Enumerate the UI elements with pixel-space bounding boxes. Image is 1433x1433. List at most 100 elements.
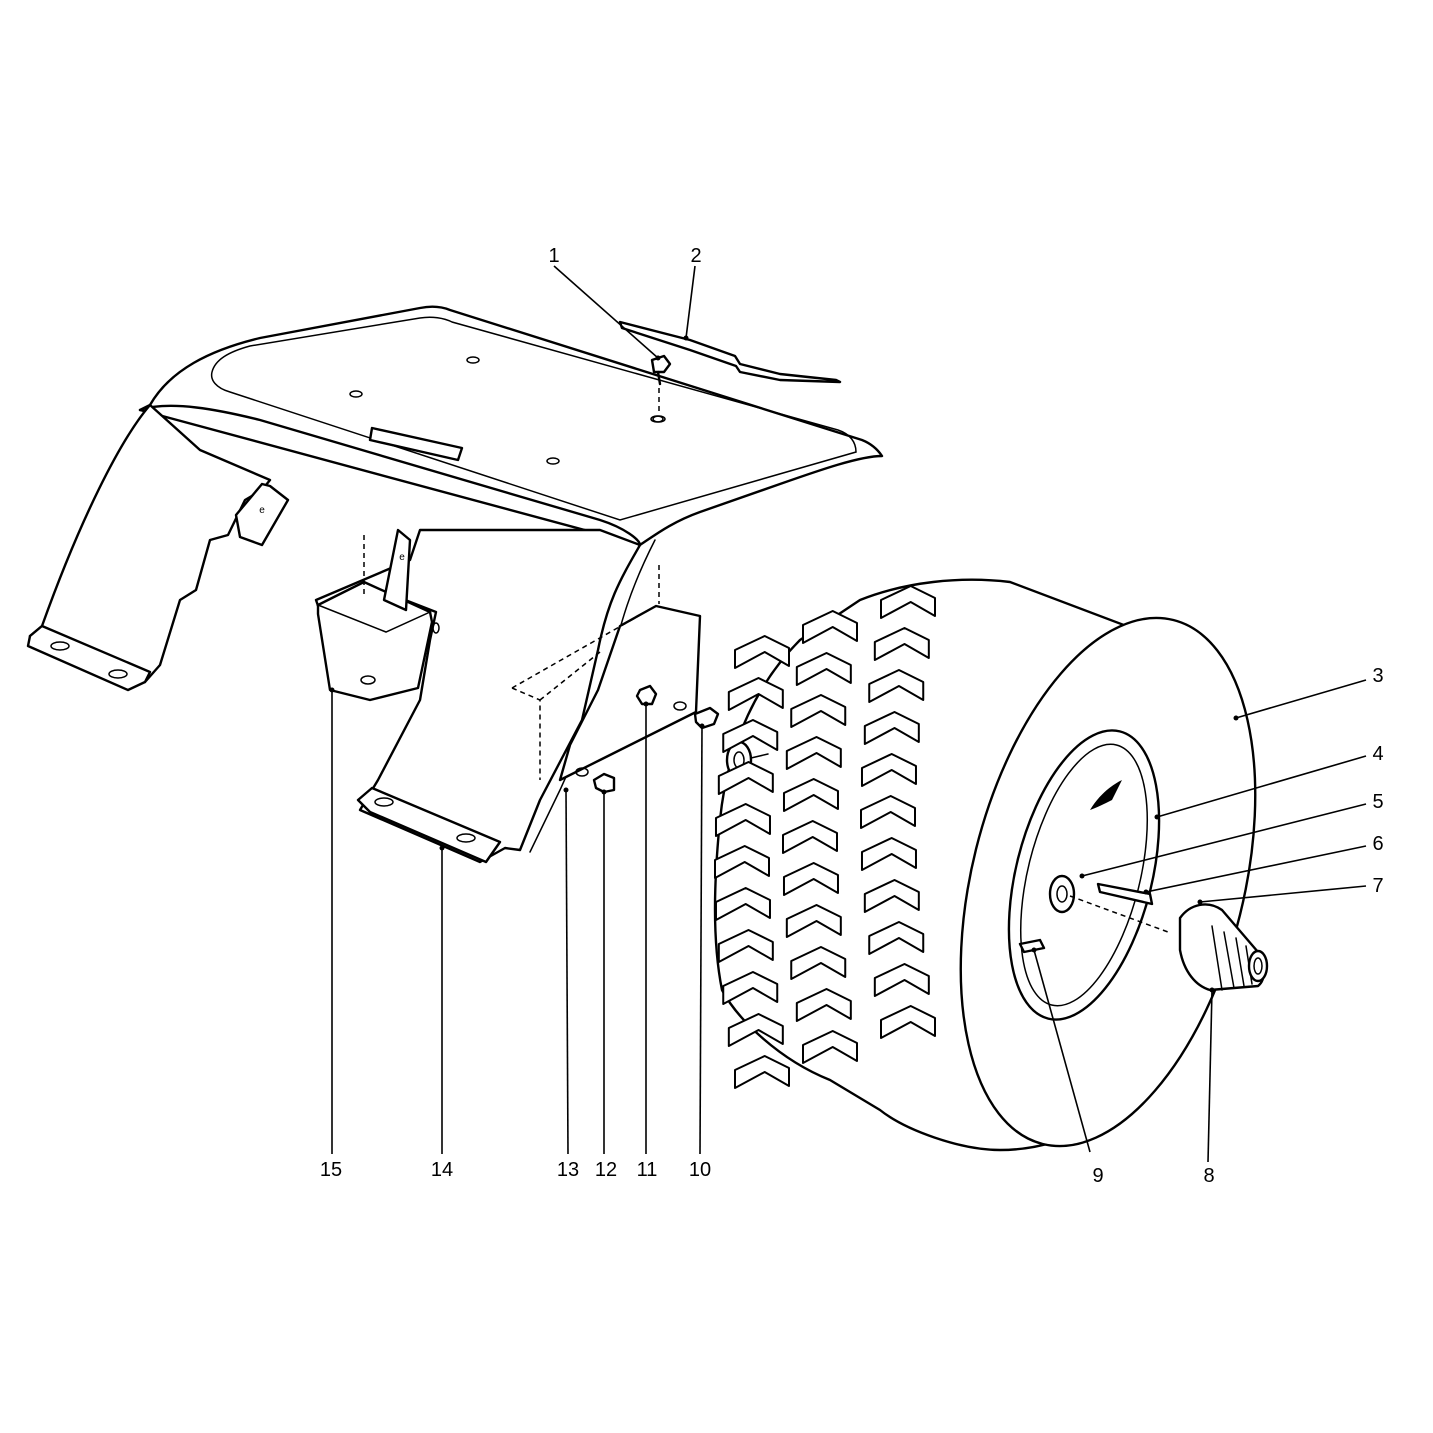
- tread-block: [873, 963, 930, 997]
- right-foot-slot-2: [456, 833, 476, 843]
- deck-hole-2: [349, 390, 363, 398]
- leader-dot-6: [1143, 889, 1149, 895]
- hub-boot-end-inner: [1253, 957, 1263, 975]
- fender-left-leg: [28, 403, 272, 684]
- bolt-9: [1018, 938, 1046, 954]
- fender-right-foot: [356, 786, 502, 864]
- bolt-12: [592, 772, 616, 794]
- deck-hole-1: [466, 356, 480, 364]
- right-foot-slot-1: [374, 797, 394, 807]
- leader-dot-13: [563, 787, 569, 793]
- deck-slot: [368, 426, 464, 462]
- callout-8: 8: [1203, 1165, 1214, 1187]
- leader-dot-11: [643, 701, 649, 707]
- tread-block: [860, 837, 917, 871]
- leader-6: [1145, 845, 1367, 893]
- tread-block: [880, 1005, 936, 1039]
- leader-dot-14: [439, 845, 445, 851]
- hub-washer-5-hole: [1056, 885, 1068, 903]
- tread-block: [863, 711, 920, 745]
- leader-lines: [329, 265, 1367, 1163]
- leader-1: [553, 265, 659, 359]
- leader-dot-7: [1197, 899, 1203, 905]
- leader-10: [699, 725, 703, 1155]
- callout-13: 13: [557, 1159, 579, 1181]
- leader-2: [685, 265, 696, 339]
- tread-block: [722, 719, 779, 753]
- tread-block: [714, 887, 771, 921]
- rim-shade: [1090, 780, 1122, 810]
- tread-block: [714, 803, 771, 837]
- plug-10: [693, 706, 720, 730]
- tread-block: [785, 736, 842, 770]
- bracket-15-hole: [360, 675, 376, 685]
- flange-mark-left: e: [259, 505, 265, 516]
- tread-block: [868, 669, 925, 703]
- leader-9: [1033, 949, 1091, 1153]
- tread-block: [790, 946, 847, 980]
- callout-11: 11: [637, 1159, 658, 1181]
- fender-top-deck: [138, 305, 884, 547]
- callout-15: 15: [320, 1159, 342, 1181]
- hub-washer-5: [1048, 874, 1076, 914]
- callout-9: 9: [1092, 1165, 1103, 1187]
- hardware: [592, 320, 842, 794]
- bracket-15-upright: [382, 528, 412, 612]
- callout-6: 6: [1372, 833, 1383, 855]
- wheel-assembly: [713, 578, 1269, 1152]
- leader-dot-3: [1233, 715, 1239, 721]
- callout-1: 1: [548, 245, 559, 267]
- nut-11: [635, 684, 658, 706]
- tread-blocks: [714, 585, 936, 1089]
- leader-4: [1156, 755, 1367, 818]
- leader-dot-10: [699, 723, 705, 729]
- leader-dot-4: [1154, 814, 1160, 820]
- left-foot-slot-2: [108, 669, 128, 679]
- leader-dot-2: [683, 335, 689, 341]
- tread-block: [782, 820, 838, 854]
- tread-block: [717, 929, 774, 963]
- tread-block: [734, 635, 790, 669]
- tread-block: [727, 1013, 784, 1047]
- callout-4: 4: [1372, 743, 1383, 765]
- callout-labels: 1 2 3 4 5 6 7 8 9 10 11 12 13 14 15: [320, 245, 1384, 1187]
- leader-13: [565, 789, 569, 1155]
- bracket-15: e: [316, 528, 440, 702]
- leader-3: [1235, 679, 1367, 719]
- bracket-13-hole-2: [575, 767, 589, 777]
- bracket-15-hole-2: [432, 622, 440, 634]
- key-6: [1096, 882, 1154, 906]
- leader-dot-8: [1209, 987, 1215, 993]
- bracket-15-top: [316, 581, 432, 633]
- hub-boot-ribs: [1211, 925, 1253, 991]
- wheel-rim-inner: [1019, 743, 1149, 1007]
- washer-leader: [750, 753, 769, 759]
- tread-block: [790, 694, 847, 728]
- tread-block: [727, 677, 784, 711]
- bracket-13-hole-1: [673, 701, 687, 711]
- callout-10: 10: [689, 1159, 711, 1181]
- left-bracket-flange: [234, 482, 290, 547]
- bracket-13: [511, 565, 702, 782]
- hub-boot-end: [1247, 949, 1269, 983]
- callout-5: 5: [1372, 791, 1383, 813]
- leader-8: [1207, 989, 1213, 1163]
- tread-block: [722, 971, 779, 1005]
- callout-14: 14: [431, 1159, 453, 1181]
- flange-mark-bracket: e: [399, 552, 405, 563]
- tread-block: [782, 862, 839, 896]
- tread-block: [868, 921, 925, 955]
- tread-block: [714, 845, 770, 879]
- deck-hole-4: [546, 457, 560, 465]
- tread-block: [785, 904, 842, 938]
- tread-block: [734, 1055, 790, 1089]
- callout-12: 12: [595, 1159, 617, 1181]
- tread-block: [860, 753, 917, 787]
- tread-block: [782, 778, 839, 812]
- leader-dot-5: [1079, 873, 1085, 879]
- callout-3: 3: [1372, 665, 1383, 687]
- tread-block: [795, 652, 852, 686]
- tread-block: [795, 988, 852, 1022]
- tread-block: [860, 795, 916, 829]
